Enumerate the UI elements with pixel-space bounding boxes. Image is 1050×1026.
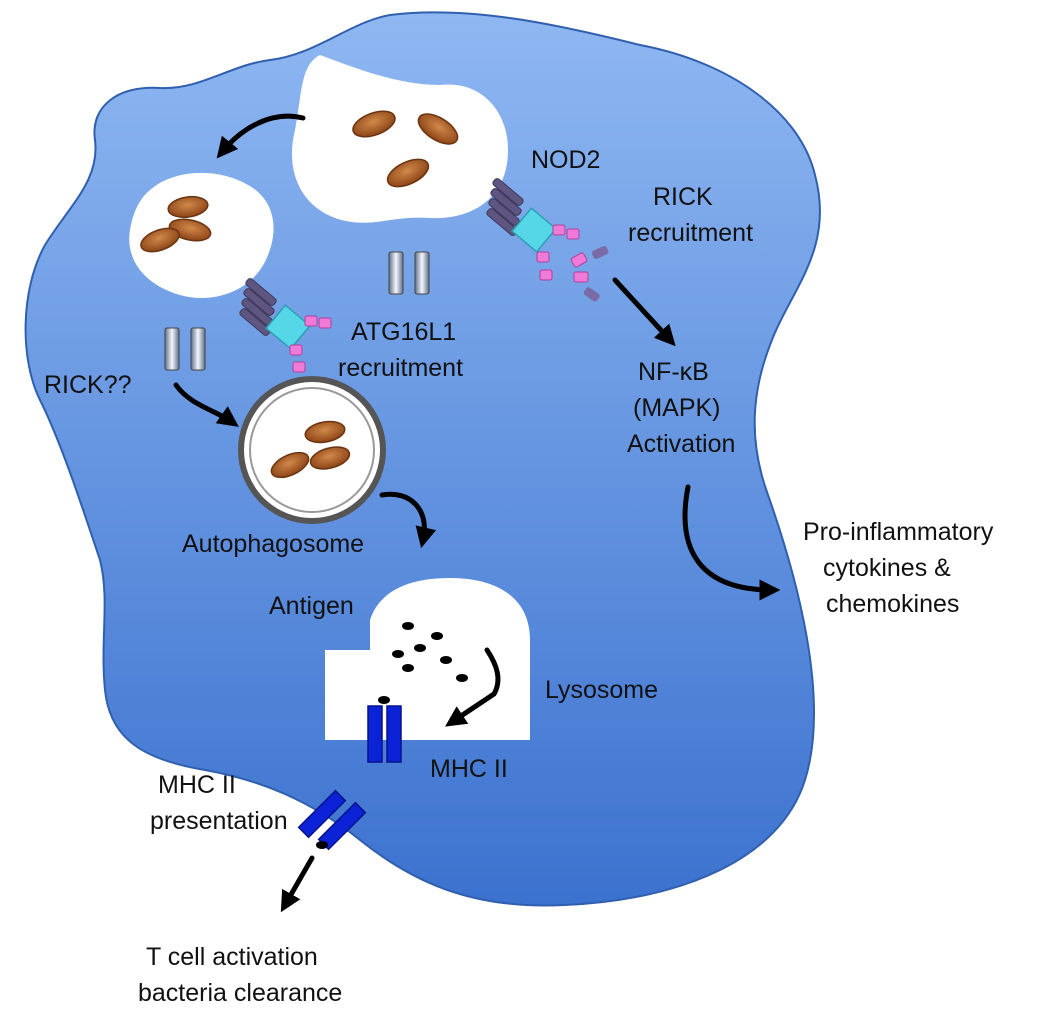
antigen-label: Antigen: [269, 592, 354, 620]
bacterium-icon: [167, 195, 209, 219]
nfkb-activation-label: NF-κB: [638, 358, 709, 386]
bacterium-icon: [270, 451, 310, 479]
atg16l1-icon: [388, 251, 430, 295]
rick-kinase-icon: [570, 245, 609, 302]
atg16l1-icon: [164, 327, 206, 371]
bacterium-icon: [304, 420, 346, 444]
phagosome-upper: [291, 55, 508, 223]
proinflammatory-label: Pro-inflammatory: [803, 518, 994, 546]
antigen-dot-icon: [414, 644, 426, 652]
nod2-label: NOD2: [531, 146, 600, 174]
labels: NOD2 RICK recruitment ATG16L1 recruitmen…: [44, 146, 994, 1007]
lysosome-label: Lysosome: [545, 676, 658, 704]
autophagosome-label: Autophagosome: [182, 530, 364, 558]
nod2-receptor-icon: [239, 278, 332, 373]
nfkb-activation-label: (MAPK): [633, 394, 721, 422]
antigen-dot-icon: [392, 650, 404, 658]
arrows: [173, 113, 781, 913]
arrow-icon: [216, 113, 306, 159]
arrow-icon: [379, 491, 437, 549]
atg16l1-recruitment-label: ATG16L1: [351, 318, 456, 346]
arrow-icon: [173, 382, 239, 427]
t-cell-activation-label: bacteria clearance: [138, 979, 342, 1007]
bacterium-icon: [352, 110, 396, 138]
nod2-receptor-icon: [486, 178, 580, 281]
rick-recruitment-label: recruitment: [628, 219, 753, 247]
antigen-dot-icon: [431, 632, 443, 640]
rick-question-label: RICK??: [44, 371, 132, 399]
antigen-dot-icon: [378, 696, 390, 704]
antigen-dot-icon: [402, 622, 414, 630]
arrow-icon: [612, 277, 676, 347]
antigen-dot-icon: [440, 656, 452, 664]
mhc-ii-icon: [367, 705, 402, 763]
lysosome: [325, 578, 530, 740]
autophagosome: [238, 376, 386, 524]
mhc-presentation-label: MHC II: [158, 771, 236, 799]
bacterium-icon: [417, 113, 459, 145]
arrow-icon: [280, 855, 315, 913]
nfkb-activation-label: Activation: [627, 430, 735, 458]
arrow-icon: [445, 647, 501, 727]
mhc-ii-surface-icon: [297, 789, 367, 851]
antigen-dot-icon: [402, 664, 414, 672]
arrow-icon: [682, 484, 781, 601]
bacteria: [140, 110, 459, 479]
mhc-ii-label: MHC II: [430, 755, 508, 783]
rick-recruitment-label: RICK: [653, 183, 713, 211]
bacterium-icon: [309, 446, 351, 470]
antigen-dot-icon: [456, 674, 468, 682]
bacterium-icon: [386, 158, 430, 188]
proinflammatory-label: chemokines: [826, 590, 959, 618]
antigen-dots: [378, 622, 468, 704]
mhc-presentation-label: presentation: [150, 807, 288, 835]
bacterium-icon: [140, 227, 180, 253]
proinflammatory-label: cytokines &: [823, 554, 951, 582]
atg16l1-recruitment-label: recruitment: [338, 354, 463, 382]
t-cell-activation-label: T cell activation: [146, 943, 318, 971]
